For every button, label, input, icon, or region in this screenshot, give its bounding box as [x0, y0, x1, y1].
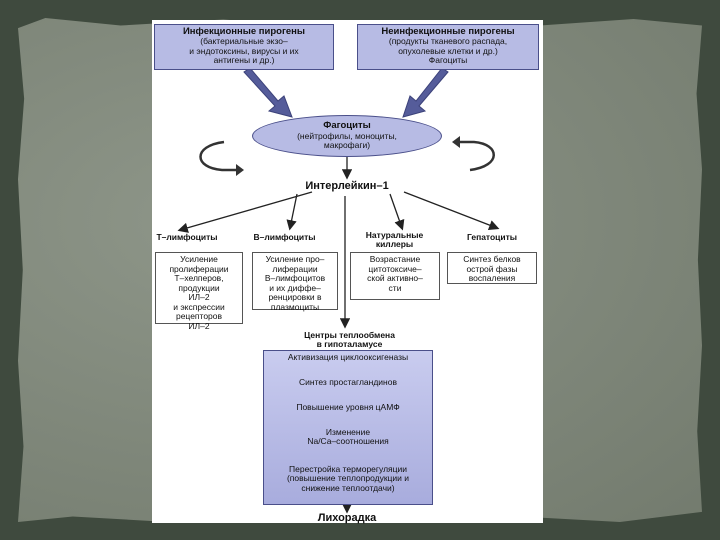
effect-line: цитотоксиче–: [368, 263, 422, 274]
hepatocytes-label: Гепатоциты: [466, 232, 518, 242]
nk-cells-line: Натуральные: [365, 230, 424, 240]
t-lymphocytes-effect-box: Усиление пролиферации Т–хелперов, продук…: [155, 252, 243, 330]
b-lymphocytes-effect-box: Усиление про– лиферации В–лимфоцитов и и…: [252, 252, 338, 312]
chain-line: Изменение: [325, 427, 371, 437]
effect-line: Т–хелперов,: [174, 273, 224, 284]
effect-line: ИЛ–2: [188, 320, 210, 331]
chain-line: Перестройка терморегуляции: [289, 464, 407, 474]
effect-line: В–лимфоцитов: [264, 273, 326, 284]
effect-line: Синтез белков: [463, 254, 521, 264]
infectious-line: (бактериальные экзо–: [200, 36, 288, 47]
phagocytes-ellipse: Фагоциты (нейтрофилы, моноциты, макрофаг…: [252, 115, 442, 157]
infectious-line: и эндотоксины, вирусы и их: [189, 45, 299, 56]
effect-line: Усиление: [180, 254, 218, 264]
noninfectious-line: (продукты тканевого распада,: [388, 36, 508, 47]
b-lymphocytes-label: В–лимфоциты: [253, 232, 316, 242]
effect-line: ренцировки в: [268, 292, 322, 303]
effect-line: продукции: [178, 282, 220, 293]
nk-cells-effect-box: Возрастание цитотоксиче– ской активно– с…: [350, 252, 440, 300]
noninfectious-pyrogens-title: Неинфекционные пирогены: [381, 26, 515, 37]
thermoregulation-centers-label: Центры теплообмена в гипоталамусе: [282, 330, 417, 350]
arrow-noninfectious-to-phagocytes: [402, 67, 449, 118]
chain-step-na-ca: Изменение Na/Ca–соотношения: [264, 427, 432, 447]
diagram-connectors: [177, 67, 500, 514]
noninfectious-line: опухолевые клетки и др.): [398, 45, 498, 56]
effect-line: воспаления: [468, 273, 516, 284]
phagocytes-title: Фагоциты: [323, 120, 371, 132]
fever-mechanism-chain-box: Активизация циклооксигеназы Синтез прост…: [263, 350, 433, 505]
effect-line: Возрастание: [369, 254, 421, 264]
effect-line: ИЛ–2: [188, 292, 210, 303]
effect-line: и их диффе–: [269, 282, 321, 293]
effect-line: ской активно–: [367, 273, 423, 284]
effect-line: острой фазы: [466, 263, 518, 274]
cycle-arrow-left: [199, 140, 238, 172]
chain-step-prostaglandins: Синтез простагландинов: [299, 377, 397, 387]
chain-step-thermoregulation: Перестройка терморегуляции (повышение те…: [264, 464, 432, 493]
effect-line: сти: [388, 282, 402, 293]
diagram-page: Инфекционные пирогены (бактериальные экз…: [152, 20, 543, 524]
infectious-pyrogens-title: Инфекционные пирогены: [182, 26, 306, 37]
effect-line: лиферации: [272, 263, 318, 274]
interleukin-label: Интерлейкин–1: [305, 180, 389, 192]
effect-line: плазмоциты: [270, 301, 320, 312]
effect-line: пролиферации: [169, 263, 229, 274]
effect-line: Усиление про–: [265, 254, 325, 264]
nk-cells-line: киллеры: [375, 239, 414, 250]
chain-step-camp: Повышение уровня цАМФ: [296, 402, 400, 412]
phagocytes-line: (нейтрофилы, моноциты,: [297, 130, 397, 141]
hepatocytes-effect-box: Синтез белков острой фазы воспаления: [447, 252, 537, 284]
centers-line: в гипоталамусе: [316, 339, 383, 350]
arrow-infectious-to-phagocytes: [243, 67, 293, 118]
chain-line: снижение теплоотдачи): [301, 482, 395, 493]
noninfectious-line: Фагоциты: [428, 55, 468, 66]
effect-line: и экспрессии: [173, 301, 225, 312]
cycle-arrow-right: [458, 140, 495, 172]
phagocytes-line: макрофаги): [323, 140, 371, 151]
chain-step-cyclooxygenase: Активизация циклооксигеназы: [287, 352, 409, 362]
chain-line: Na/Ca–соотношения: [307, 436, 389, 447]
nk-cells-label: Натуральные киллеры: [352, 230, 437, 250]
t-lymphocytes-label: Т–лимфоциты: [156, 232, 218, 242]
infectious-pyrogens-box: Инфекционные пирогены (бактериальные экз…: [154, 24, 334, 70]
centers-line: Центры теплообмена: [304, 330, 395, 340]
infectious-line: антигены и др.): [213, 55, 275, 66]
chain-line: (повышение теплопродукции и: [286, 473, 410, 484]
effect-line: рецепторов: [175, 311, 223, 322]
noninfectious-pyrogens-box: Неинфекционные пирогены (продукты тканев…: [357, 24, 539, 70]
fever-label: Лихорадка: [317, 512, 377, 524]
